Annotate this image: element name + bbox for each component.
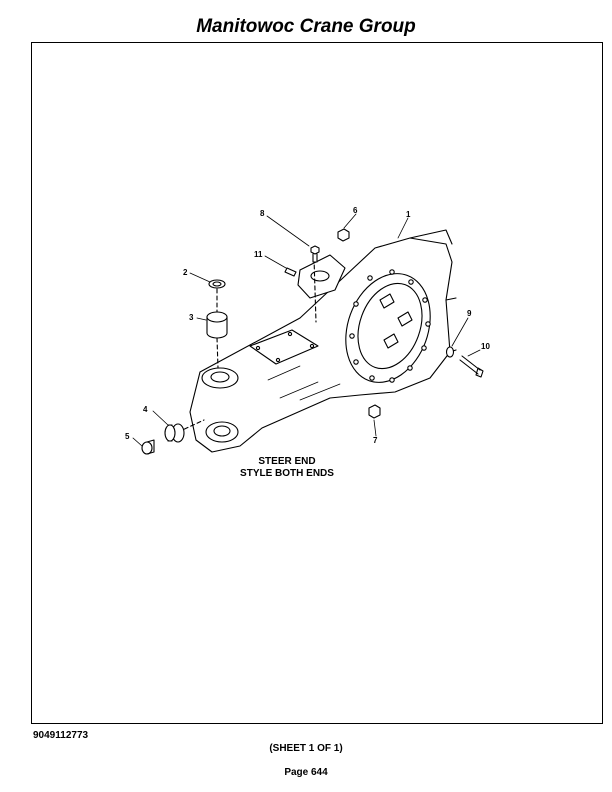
part-nut-bottom [368, 404, 381, 419]
drawing-frame [31, 42, 603, 724]
callout-4: 4 [143, 405, 148, 414]
page-number: Page 644 [284, 767, 328, 778]
part-washer [208, 279, 226, 289]
part-pin [284, 267, 297, 277]
document-number: 9049112773 [33, 730, 89, 741]
sheet-indicator: (SHEET 1 OF 1) [269, 743, 343, 754]
cover-plate [249, 329, 319, 365]
callout-8: 8 [260, 209, 265, 218]
kingpin-boss-upper [201, 367, 239, 389]
part-bolt-side [459, 355, 484, 378]
callout-11: 11 [254, 250, 263, 259]
diagram-caption-line2: STYLE BOTH ENDS [240, 468, 334, 479]
callout-10: 10 [481, 342, 490, 351]
callout-3: 3 [189, 313, 194, 322]
part-cap [141, 439, 155, 455]
part-seal-ring [164, 423, 185, 443]
diagram-caption-line1: STEER END [258, 456, 316, 467]
flange-bolt-holes [349, 269, 431, 383]
callout-7: 7 [373, 436, 378, 445]
part-nut-top [337, 228, 350, 242]
callout-5: 5 [125, 432, 130, 441]
part-bushing [206, 311, 228, 339]
part-washer-side [445, 346, 455, 358]
callout-1: 1 [406, 210, 411, 219]
housing-flange [345, 273, 431, 383]
callout-2: 2 [183, 268, 188, 277]
kingpin-boss-lower [205, 421, 239, 443]
part-bolt-vertical [310, 245, 320, 263]
page-title: Manitowoc Crane Group [196, 16, 416, 37]
callout-6: 6 [353, 206, 358, 215]
callout-9: 9 [467, 309, 472, 318]
